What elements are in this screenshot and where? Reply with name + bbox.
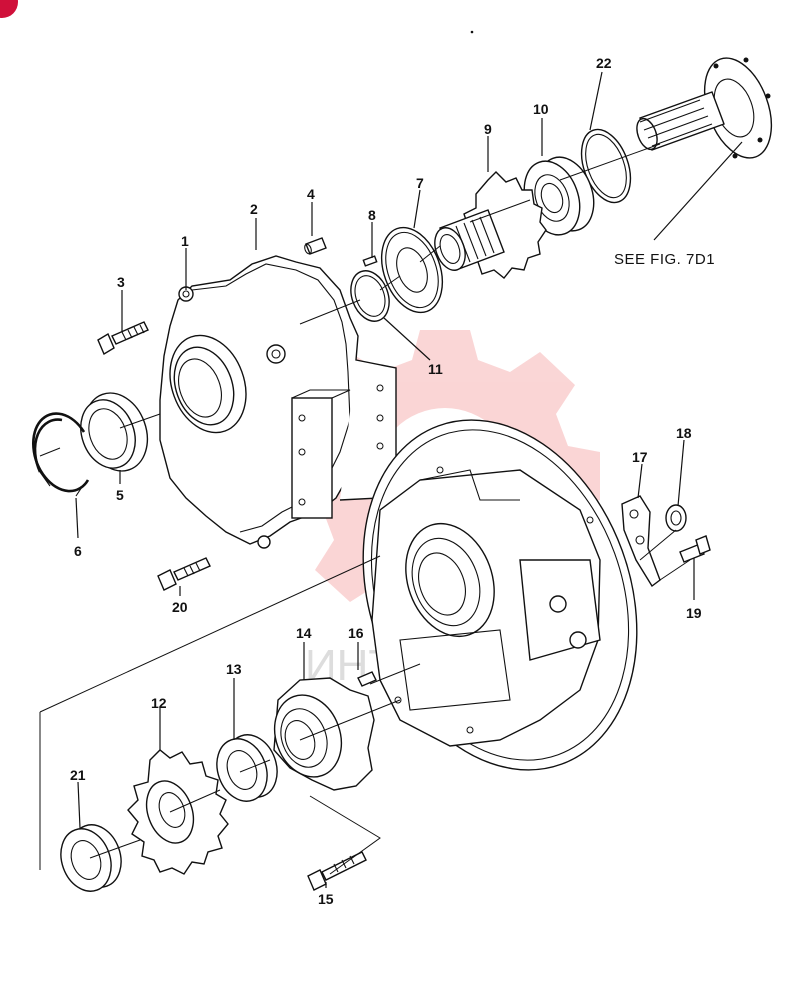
callout-8: 8 <box>368 207 376 223</box>
callout-13: 13 <box>226 661 242 677</box>
callout-6: 6 <box>74 543 82 559</box>
callout-7: 7 <box>416 175 424 191</box>
callout-22: 22 <box>596 55 612 71</box>
part-9-gear <box>434 171 547 279</box>
callout-11: 11 <box>428 361 443 377</box>
callout-5: 5 <box>116 487 124 503</box>
callout-16: 16 <box>348 625 364 641</box>
part-18-washer <box>665 504 687 532</box>
part-7-thrust-washer <box>380 226 444 314</box>
callout-17: 17 <box>632 449 648 465</box>
part-4-dowel-pin <box>304 237 327 255</box>
part-5-seal <box>80 392 149 472</box>
part-15-bolt <box>307 851 367 891</box>
callout-18: 18 <box>676 425 692 441</box>
callout-9: 9 <box>484 121 492 137</box>
callout-4: 4 <box>307 186 315 202</box>
leader-lines <box>75 71 743 888</box>
part-3-bolt <box>97 321 149 356</box>
part-1-cover-housing <box>159 255 397 549</box>
callout-2: 2 <box>250 201 258 217</box>
callout-15: 15 <box>318 891 334 907</box>
part-21-bearing <box>60 824 122 892</box>
part-output-shaft-flange <box>636 57 773 159</box>
part-8-pin <box>362 255 378 267</box>
callout-labels: 1 2 3 4 5 6 7 8 9 10 11 12 13 14 15 16 1… <box>70 55 715 907</box>
part-6-retaining-ring <box>31 412 90 497</box>
part-11-snap-ring <box>350 270 390 322</box>
part-20-bolt <box>157 557 211 591</box>
callout-21: 21 <box>70 767 86 783</box>
corner-badge <box>0 0 18 18</box>
callout-12: 12 <box>151 695 167 711</box>
callout-19: 19 <box>686 605 702 621</box>
reference-note: SEE FIG. 7D1 <box>614 251 715 268</box>
callout-1: 1 <box>181 233 189 249</box>
part-14-pump-housing <box>273 677 375 791</box>
callout-20: 20 <box>172 599 188 615</box>
part-13-bearing <box>216 734 278 802</box>
callout-14: 14 <box>296 625 312 641</box>
callout-10: 10 <box>533 101 549 117</box>
stray-dot <box>470 30 474 34</box>
callout-3: 3 <box>117 274 125 290</box>
part-main-housing <box>362 419 638 771</box>
assembly-lines <box>39 143 691 875</box>
part-12-gear <box>127 749 229 875</box>
part-16-pin <box>357 671 377 687</box>
part-19-bolt <box>679 535 711 563</box>
